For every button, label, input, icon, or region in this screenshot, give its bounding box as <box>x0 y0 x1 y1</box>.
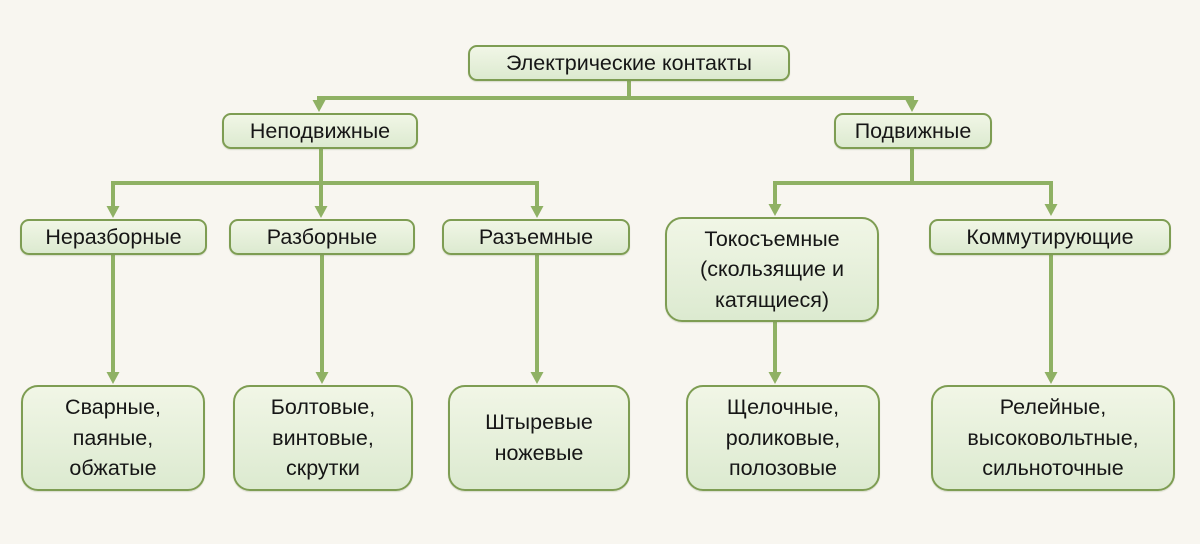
leaf-pin-knife: Штыревые ножевые <box>448 385 630 491</box>
arrowhead-to-bolted <box>315 372 329 384</box>
node-demountable: Разборные <box>229 219 415 255</box>
node-non-demountable: Неразборные <box>20 219 207 255</box>
arrowhead-to-non-demountable <box>106 206 120 218</box>
arrowhead-to-switching <box>1044 204 1058 216</box>
arrowhead-to-movable <box>905 100 919 112</box>
edges-fixed-to-children <box>106 148 544 218</box>
edges-movable-to-children <box>768 148 1058 216</box>
arrowhead-to-current-collecting <box>768 204 782 216</box>
edges-root-to-level2 <box>312 80 919 112</box>
arrowhead-to-detachable <box>530 206 544 218</box>
leaf-bolted-screw-twists: Болтовые, винтовые, скрутки <box>233 385 413 491</box>
node-movable-contacts: Подвижные <box>834 113 992 149</box>
leaf-alkaline-roller-slider: Щелочные, роликовые, полозовые <box>686 385 880 491</box>
node-current-collecting: Токосъемные (скользящие и катящиеся) <box>665 217 879 322</box>
arrowhead-to-fixed <box>312 100 326 112</box>
arrowhead-to-relay <box>1044 372 1058 384</box>
edges-level3-to-level4 <box>106 255 1058 384</box>
arrowhead-to-demountable <box>314 206 328 218</box>
arrowhead-to-welded <box>106 372 120 384</box>
leaf-welded-soldered-crimped: Сварные, паяные, обжатые <box>21 385 205 491</box>
arrowhead-to-pin <box>530 372 544 384</box>
node-fixed-contacts: Неподвижные <box>222 113 418 149</box>
node-switching: Коммутирующие <box>929 219 1171 255</box>
arrowhead-to-brush <box>768 372 782 384</box>
node-root-electrical-contacts: Электрические контакты <box>468 45 790 81</box>
leaf-relay-highvoltage-highcurrent: Релейные, высоковольтные, сильноточные <box>931 385 1175 491</box>
node-detachable: Разъемные <box>442 219 630 255</box>
